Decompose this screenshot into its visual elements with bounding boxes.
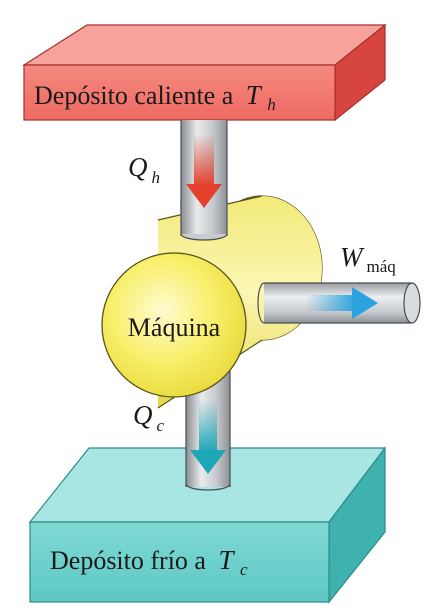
work-pipe: [257, 282, 421, 324]
hot-reservoir: [21, 23, 387, 122]
heat-in-arrow: [186, 134, 222, 208]
heat-out-label: Q c: [133, 400, 165, 435]
engine-face: [101, 252, 247, 398]
hot-reservoir-label: Depósito caliente a T h: [34, 80, 276, 114]
work-arrow: [306, 287, 378, 319]
heat-out-arrow: [190, 400, 226, 474]
heat-in-label: Q h: [128, 152, 160, 187]
hot-reservoir-front: [23, 64, 336, 121]
engine-label: Máquina: [128, 313, 221, 342]
work-label: W máq: [340, 242, 396, 276]
hot-reservoir-top: [21, 24, 387, 66]
cold-reservoir-label: Depósito frío a T c: [50, 545, 248, 579]
cold-reservoir-front: [29, 521, 330, 603]
